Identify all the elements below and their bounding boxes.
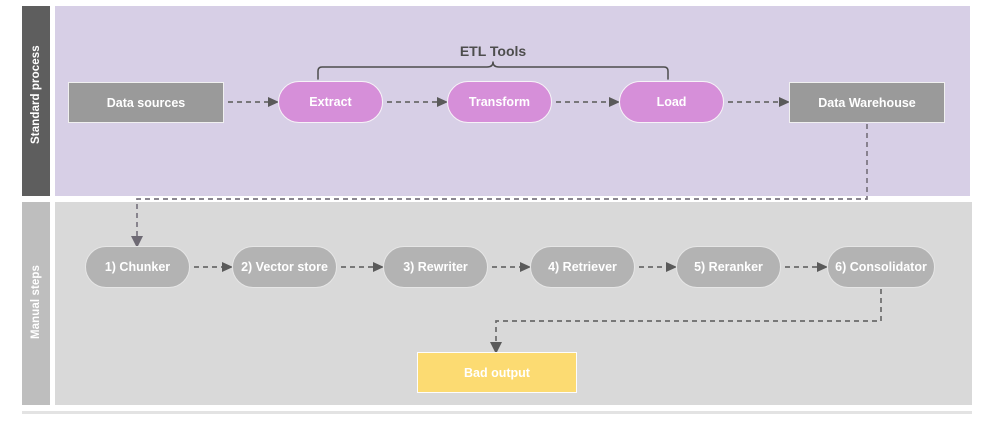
edge-transform-to-load xyxy=(556,97,620,107)
node-label-reranker: 5) Reranker xyxy=(694,260,763,274)
node-retriever[interactable]: 4) Retriever xyxy=(530,246,635,288)
node-consolidator[interactable]: 6) Consolidator xyxy=(827,246,935,288)
edge-load-to-data-warehouse xyxy=(728,97,790,107)
node-label-data-warehouse: Data Warehouse xyxy=(818,95,916,110)
edge-extract-to-transform xyxy=(387,97,448,107)
node-reranker[interactable]: 5) Reranker xyxy=(676,246,781,288)
edge-data-sources-to-extract xyxy=(228,97,279,107)
etl-tools-bracket xyxy=(317,61,669,80)
edge-reranker-to-consolidator xyxy=(785,262,828,272)
edge-data-warehouse-to-chunker xyxy=(131,124,868,248)
lane-header-manual-steps: Manual steps xyxy=(22,202,50,405)
node-chunker[interactable]: 1) Chunker xyxy=(85,246,190,288)
node-label-rewriter: 3) Rewriter xyxy=(403,260,468,274)
node-rewriter[interactable]: 3) Rewriter xyxy=(383,246,488,288)
node-label-consolidator: 6) Consolidator xyxy=(835,260,927,274)
node-transform[interactable]: Transform xyxy=(447,81,552,123)
bottom-divider xyxy=(22,411,972,414)
node-label-extract: Extract xyxy=(309,95,352,109)
node-label-chunker: 1) Chunker xyxy=(104,260,171,274)
edge-chunker-to-vector-store xyxy=(194,262,233,272)
node-label-transform: Transform xyxy=(468,95,531,109)
etl-tools-label: ETL Tools xyxy=(459,43,527,59)
node-label-data-sources: Data sources xyxy=(106,95,186,110)
node-data-warehouse[interactable]: Data Warehouse xyxy=(789,82,945,123)
node-data-sources[interactable]: Data sources xyxy=(68,82,224,123)
node-label-retriever: 4) Retriever xyxy=(548,260,617,274)
edge-vector-store-to-rewriter xyxy=(341,262,384,272)
node-vector-store[interactable]: 2) Vector store xyxy=(232,246,337,288)
edge-retriever-to-reranker xyxy=(639,262,677,272)
node-bad-output[interactable]: Bad output xyxy=(417,352,577,393)
node-load[interactable]: Load xyxy=(619,81,724,123)
edge-rewriter-to-retriever xyxy=(492,262,531,272)
node-label-vector-store: 2) Vector store xyxy=(241,260,328,274)
node-label-bad-output: Bad output xyxy=(464,365,530,380)
lane-header-standard-process: Standard process xyxy=(22,6,50,196)
node-extract[interactable]: Extract xyxy=(278,81,383,123)
node-label-load: Load xyxy=(656,95,687,109)
edge-consolidator-to-bad-output xyxy=(490,289,882,354)
